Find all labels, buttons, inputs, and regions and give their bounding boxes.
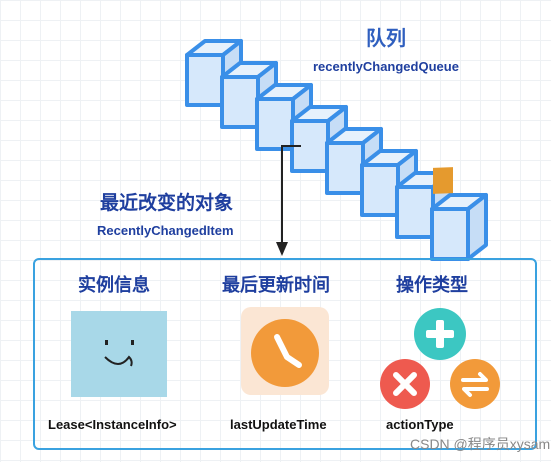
smiley-face-icon <box>71 311 167 397</box>
field-label-action: actionType <box>386 417 454 432</box>
queue-subtitle: recentlyChangedQueue <box>313 59 459 74</box>
field-title-lastupdate: 最后更新时间 <box>222 275 330 295</box>
field-title-action: 操作类型 <box>396 275 468 295</box>
item-title: 最近改变的对象 <box>100 193 234 214</box>
field-title-instance: 实例信息 <box>78 275 150 295</box>
item-panel <box>33 258 537 450</box>
delete-icon <box>380 359 430 409</box>
queue-cell <box>220 75 260 129</box>
queue-head-item <box>433 167 453 194</box>
field-label-instance: Lease<InstanceInfo> <box>48 417 177 432</box>
field-label-lastupdate: lastUpdateTime <box>230 417 327 432</box>
add-icon <box>414 308 466 360</box>
queue-cell <box>360 163 400 217</box>
watermark: CSDN @程序员xysam <box>410 436 551 452</box>
clock-icon <box>241 307 329 395</box>
queue-cell <box>255 97 295 151</box>
item-subtitle: RecentlyChangedItem <box>97 223 234 238</box>
update-icon <box>450 359 500 409</box>
action-types-icon <box>380 308 500 409</box>
queue-title: 队列 <box>366 28 406 50</box>
queue-cell-side <box>466 193 488 261</box>
